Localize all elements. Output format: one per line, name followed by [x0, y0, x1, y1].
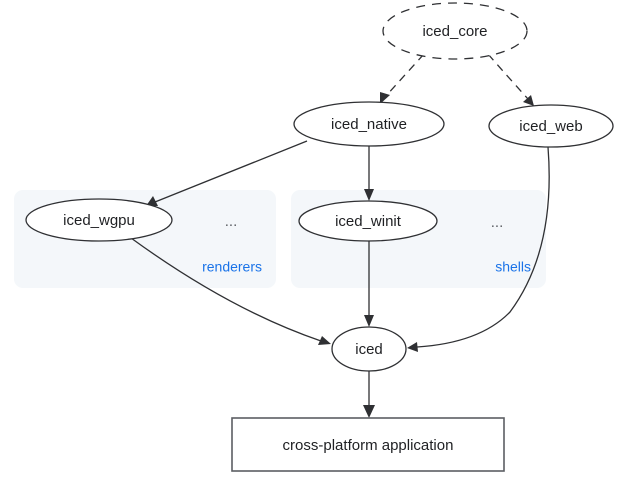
cluster-shells-label: shells — [495, 259, 531, 275]
renderers-more-ellipsis: ... — [225, 213, 238, 230]
edge-iced-core-to-iced-web — [487, 53, 534, 106]
node-iced-wgpu-shape[interactable] — [25, 198, 173, 242]
arrow-head-icon — [364, 315, 374, 327]
edge-path — [154, 140, 308, 203]
edge-path — [130, 237, 322, 342]
node-iced-native-shape[interactable] — [293, 101, 445, 147]
node-iced-wgpu-label: iced_wgpu — [63, 212, 135, 229]
node-iced-label: iced — [355, 341, 383, 358]
node-iced-native-label: iced_native — [331, 116, 407, 133]
node-iced-native[interactable]: iced_native — [293, 101, 445, 147]
edge-iced-winit-to-iced — [364, 241, 374, 327]
edge-iced-wgpu-to-iced — [130, 237, 331, 345]
edge-path — [487, 53, 529, 100]
node-iced-shape[interactable] — [331, 326, 407, 372]
node-iced-winit-shape[interactable] — [298, 200, 438, 242]
node-iced-core-shape[interactable] — [382, 2, 528, 60]
arrow-head-icon — [523, 95, 534, 106]
arrow-head-icon — [364, 189, 374, 201]
node-iced-web[interactable]: iced_web — [488, 104, 614, 148]
node-iced[interactable]: iced — [331, 326, 407, 372]
edge-iced-native-to-iced-wgpu — [146, 140, 308, 206]
arrow-head-icon — [318, 336, 331, 345]
node-application-shape[interactable] — [231, 417, 505, 472]
arrow-head-icon — [407, 342, 418, 352]
arrow-head-icon — [380, 92, 390, 104]
node-iced-web-shape[interactable] — [488, 104, 614, 148]
edge-iced-web-to-iced — [407, 146, 550, 352]
edge-path — [416, 146, 550, 348]
node-iced-winit[interactable]: iced_winit — [298, 200, 438, 242]
edge-path — [384, 53, 425, 98]
node-iced-wgpu[interactable]: iced_wgpu — [25, 198, 173, 242]
arrow-head-icon — [363, 405, 375, 418]
edge-iced-core-to-iced-native — [380, 53, 425, 104]
node-iced-winit-label: iced_winit — [335, 213, 402, 230]
node-iced-web-label: iced_web — [519, 118, 582, 135]
node-application-label: cross-platform application — [283, 437, 454, 454]
cluster-renderers-label: renderers — [202, 259, 262, 275]
node-iced-core[interactable]: iced_core — [382, 2, 528, 60]
arrow-head-icon — [146, 196, 158, 206]
shells-more-ellipsis: ... — [491, 214, 504, 231]
node-application[interactable]: cross-platform application — [231, 417, 505, 472]
node-iced-core-label: iced_core — [422, 23, 487, 40]
edge-iced-native-to-iced-winit — [364, 146, 374, 201]
edge-iced-to-application — [363, 371, 375, 418]
